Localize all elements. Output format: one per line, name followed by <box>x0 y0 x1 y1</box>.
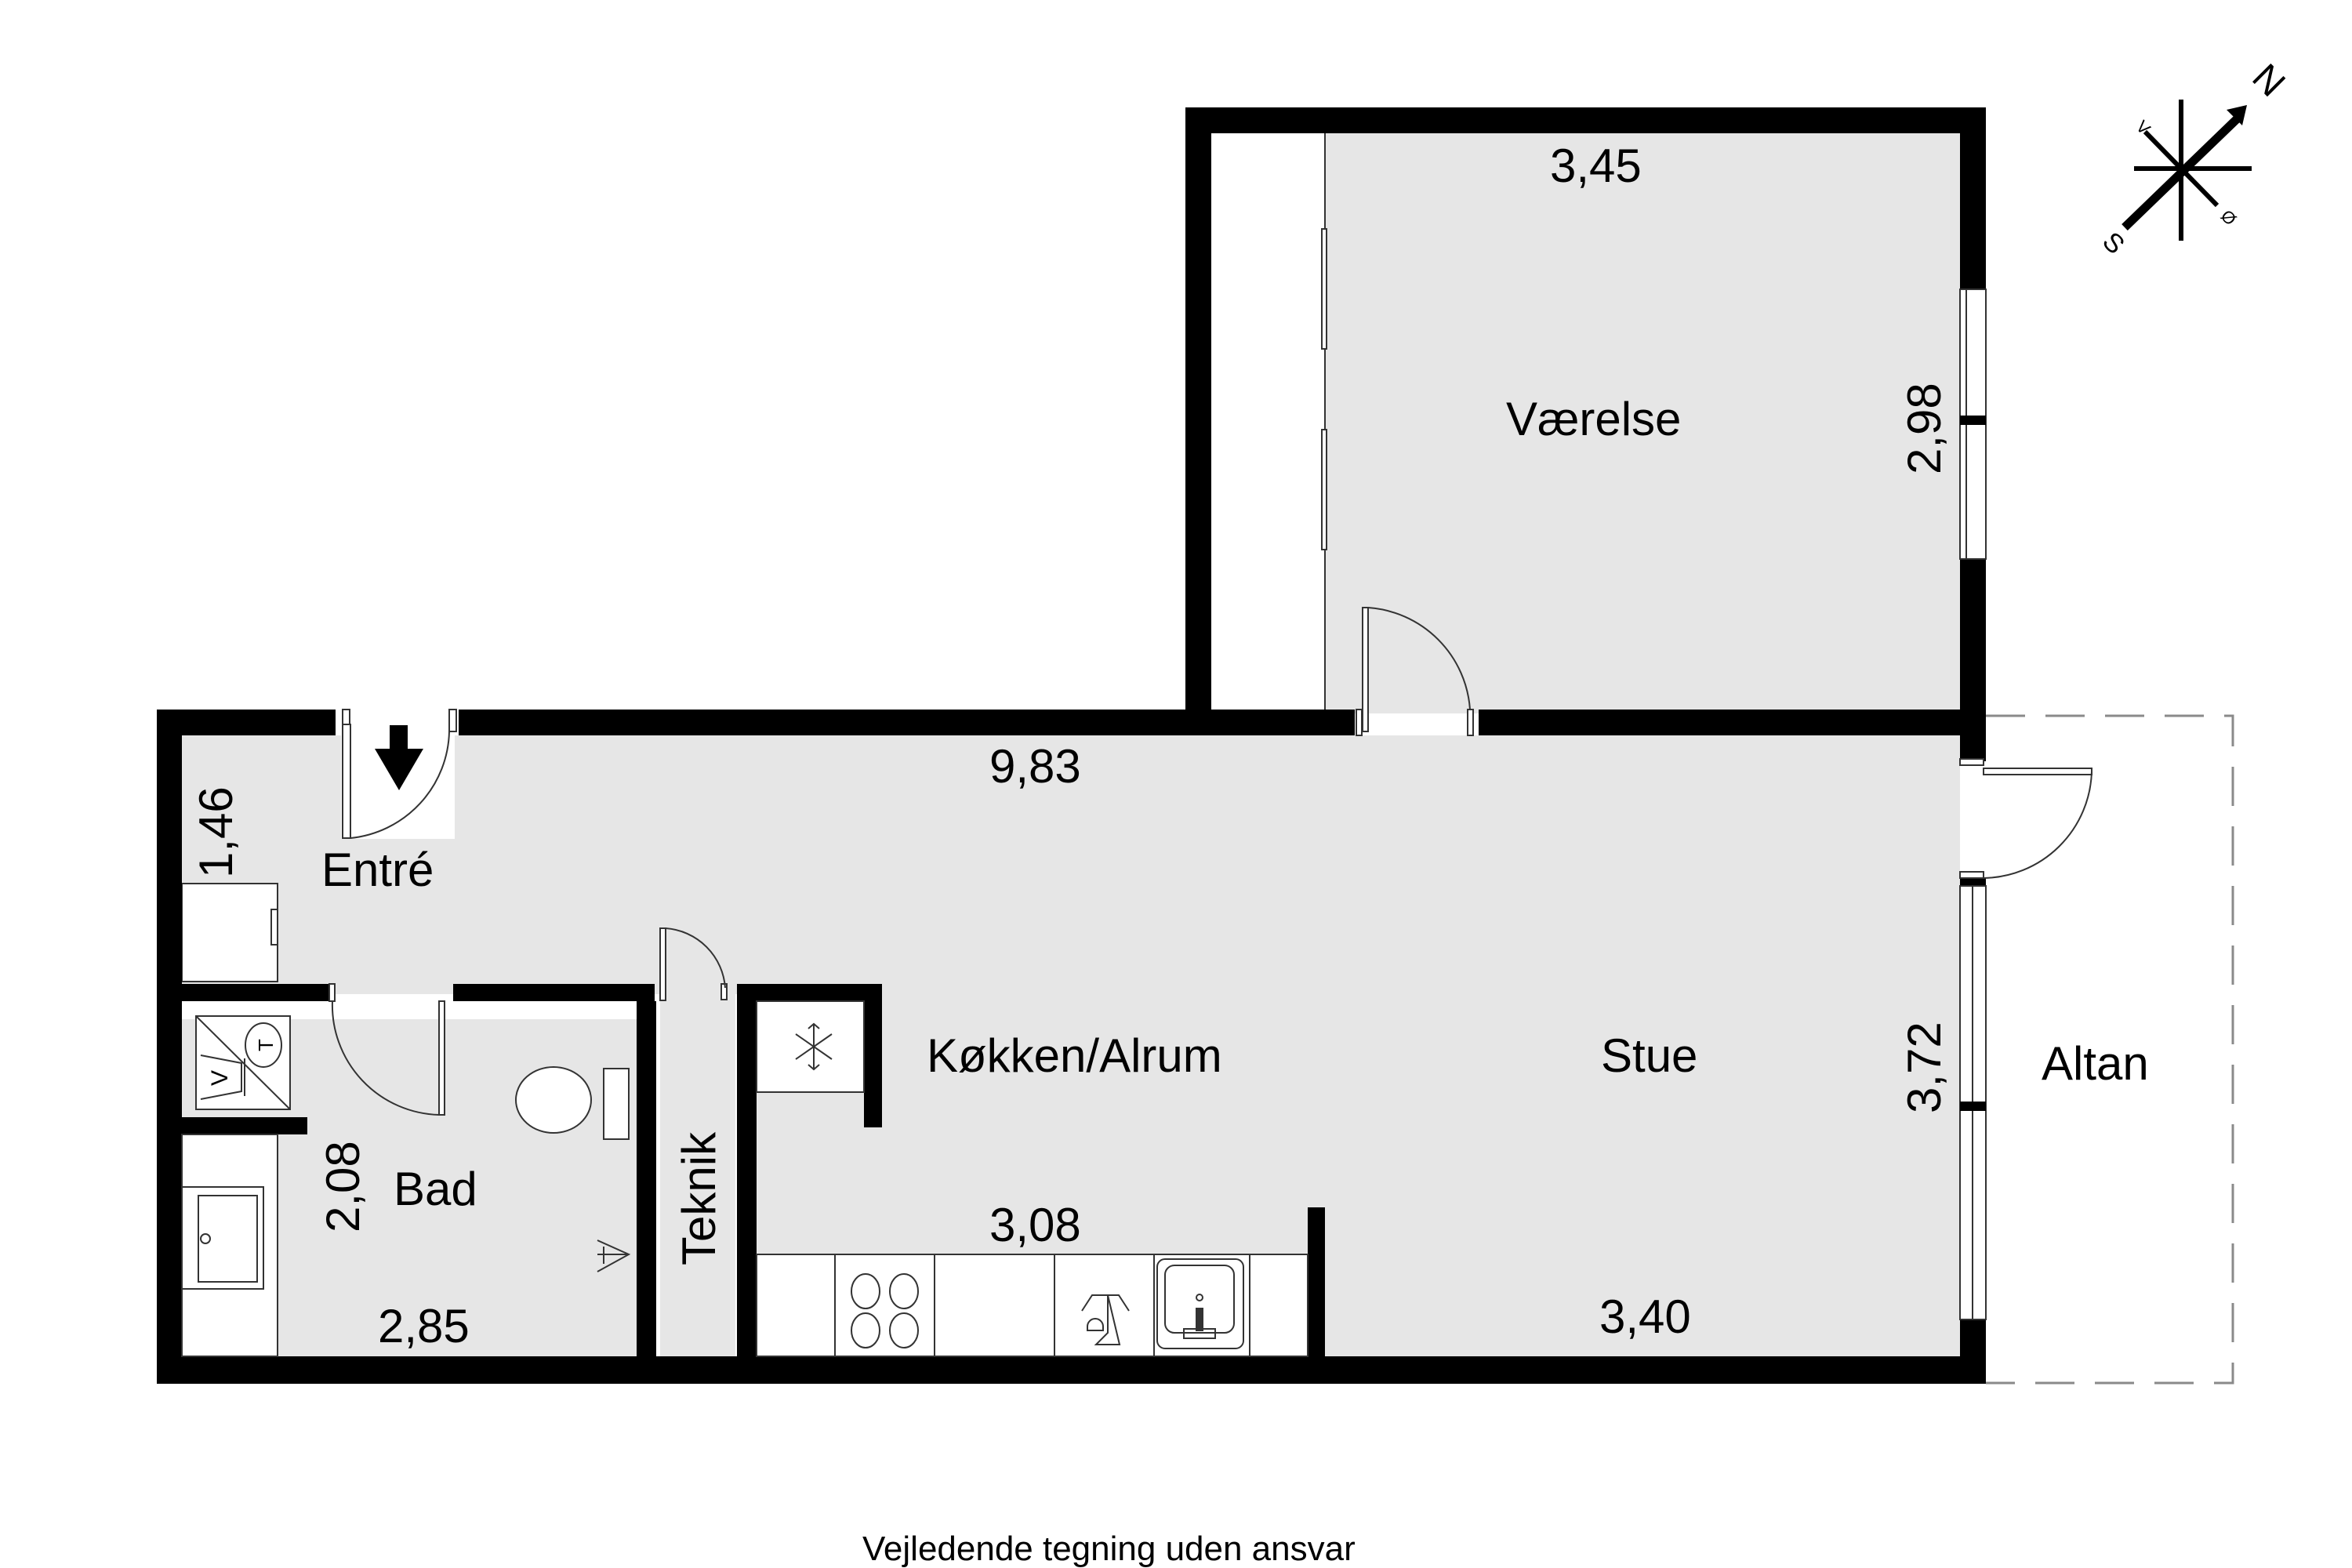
svg-text:V: V <box>207 1070 233 1086</box>
disclaimer-footer: Vejledende tegning uden ansvar <box>862 1530 1356 1568</box>
room-labels: Værelse 3,45 2,98 Entré 1,46 9,83 Bad 2,… <box>190 140 2149 1352</box>
drain-icon <box>597 1240 631 1272</box>
sink-icon <box>1156 1258 1244 1349</box>
dim-vaerelse-depth: 2,98 <box>1898 383 1951 474</box>
bad-door[interactable] <box>328 983 445 1116</box>
dim-bad-depth: 2,08 <box>317 1141 369 1232</box>
teknik-door[interactable] <box>659 927 728 1001</box>
room-label-stue: Stue <box>1601 1029 1697 1082</box>
compass-o: Ø <box>2217 206 2241 230</box>
room-label-altan: Altan <box>2042 1037 2149 1090</box>
dim-stue-depth: 3,72 <box>1898 1022 1951 1113</box>
fixtures: T V <box>181 1000 1308 1357</box>
entrance-arrow-icon <box>375 725 423 790</box>
dim-entre: 1,46 <box>190 786 242 878</box>
dishwasher-icon <box>1081 1294 1130 1345</box>
room-label-teknik: Teknik <box>673 1131 725 1265</box>
balcony <box>1986 714 2234 1385</box>
dim-stue-width: 3,40 <box>1599 1290 1691 1343</box>
compass-n: N <box>2244 56 2292 105</box>
doors <box>328 607 2092 1116</box>
freezer-icon <box>756 1000 865 1093</box>
room-label-kokken: Køkken/Alrum <box>927 1029 1222 1082</box>
compass-icon: N S V Ø <box>2096 56 2292 260</box>
room-label-vaerelse: Værelse <box>1506 393 1681 445</box>
vaerelse-door[interactable] <box>1356 607 1474 736</box>
room-label-entre: Entré <box>321 844 434 896</box>
dim-total-length: 9,83 <box>989 740 1081 793</box>
dim-kokken-width: 3,08 <box>989 1199 1081 1251</box>
bathtub-icon <box>181 1134 278 1357</box>
dim-vaerelse-width: 3,45 <box>1550 140 1642 192</box>
svg-text:T: T <box>254 1039 278 1051</box>
walls <box>157 107 1986 1384</box>
compass-s: S <box>2096 227 2130 260</box>
dim-bad-width: 2,85 <box>378 1300 470 1352</box>
washer-dryer-icon: T V <box>195 1015 291 1110</box>
room-label-bad: Bad <box>394 1163 477 1215</box>
stove-icon <box>851 1273 919 1348</box>
balcony-door[interactable] <box>1959 758 2092 879</box>
windows <box>1321 133 1987 1320</box>
toilet-icon <box>515 1066 630 1140</box>
